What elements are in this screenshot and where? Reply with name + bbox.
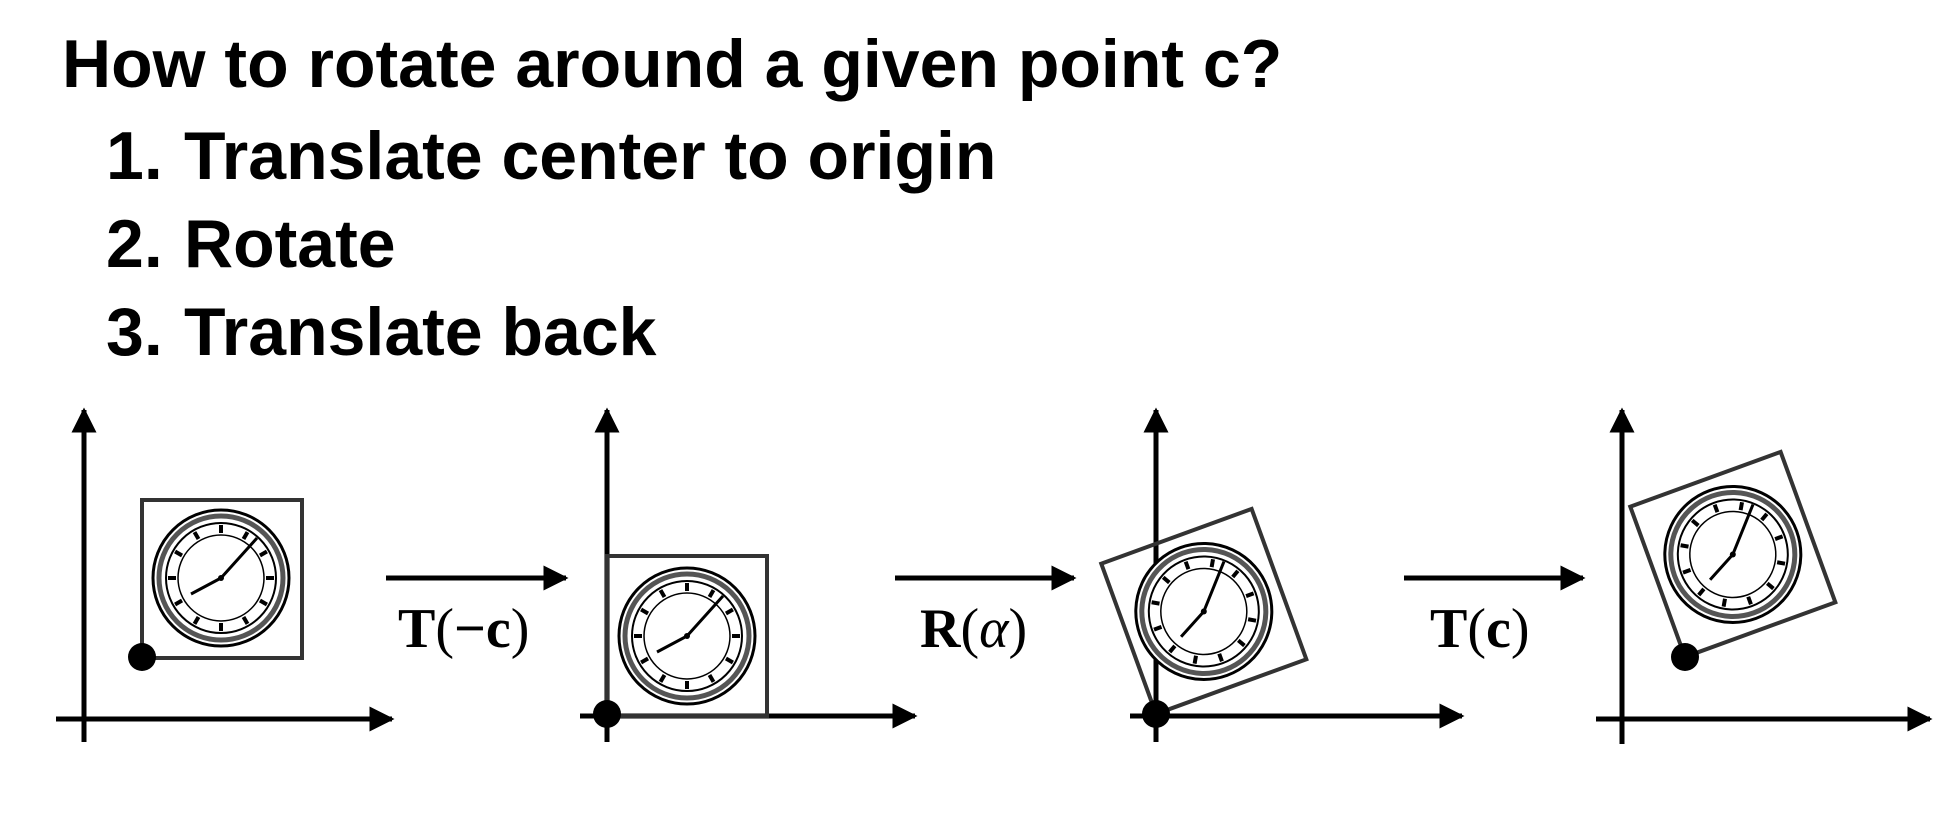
step-item: 2. Rotate xyxy=(106,200,996,288)
step-text: Translate back xyxy=(184,294,657,370)
rotate-alpha-label: R(α) xyxy=(920,598,1027,660)
step-item: 1. Translate center to origin xyxy=(106,112,996,200)
step-number: 2. xyxy=(106,206,163,282)
translate-neg-c-label: T(−c) xyxy=(398,598,529,660)
center-point xyxy=(1671,643,1699,671)
operation-symbol: R xyxy=(920,598,961,660)
operation-open-paren: ( xyxy=(960,598,979,660)
image-frame xyxy=(1098,506,1309,717)
panel-original xyxy=(56,407,395,742)
operation-open-paren: ( xyxy=(1467,598,1486,660)
operation-argument: −c xyxy=(454,598,511,660)
center-point xyxy=(1142,700,1170,728)
step-number: 3. xyxy=(106,294,163,370)
rotated-image-group xyxy=(1627,449,1838,660)
operation-symbol: T xyxy=(398,598,435,660)
panel-rotated xyxy=(1098,407,1465,742)
operation-symbol: T xyxy=(1430,598,1467,660)
step-item: 3. Translate back xyxy=(106,288,996,376)
image-frame xyxy=(605,554,769,718)
operation-close-paren: ) xyxy=(1009,598,1028,660)
operation-close-paren: ) xyxy=(511,598,530,660)
translate-c-label: T(c) xyxy=(1430,598,1530,660)
center-point xyxy=(128,643,156,671)
step-number: 1. xyxy=(106,118,163,194)
center-point xyxy=(593,700,621,728)
operation-open-paren: ( xyxy=(435,598,454,660)
rotated-image-group xyxy=(1098,506,1309,717)
panel-translated xyxy=(580,407,918,742)
clock-icon xyxy=(619,568,755,704)
step-text: Rotate xyxy=(184,206,396,282)
image-frame xyxy=(1627,449,1838,660)
operation-close-paren: ) xyxy=(1511,598,1530,660)
operation-argument: α xyxy=(979,598,1010,660)
panel-translated-back xyxy=(1596,407,1933,744)
clock-icon xyxy=(153,510,289,646)
image-frame xyxy=(140,498,304,660)
operation-argument: c xyxy=(1486,598,1511,660)
steps-list: 1. Translate center to origin 2. Rotate 3.… xyxy=(106,112,996,376)
page-title: How to rotate around a given point c? xyxy=(62,26,1283,102)
step-text: Translate center to origin xyxy=(184,118,997,194)
